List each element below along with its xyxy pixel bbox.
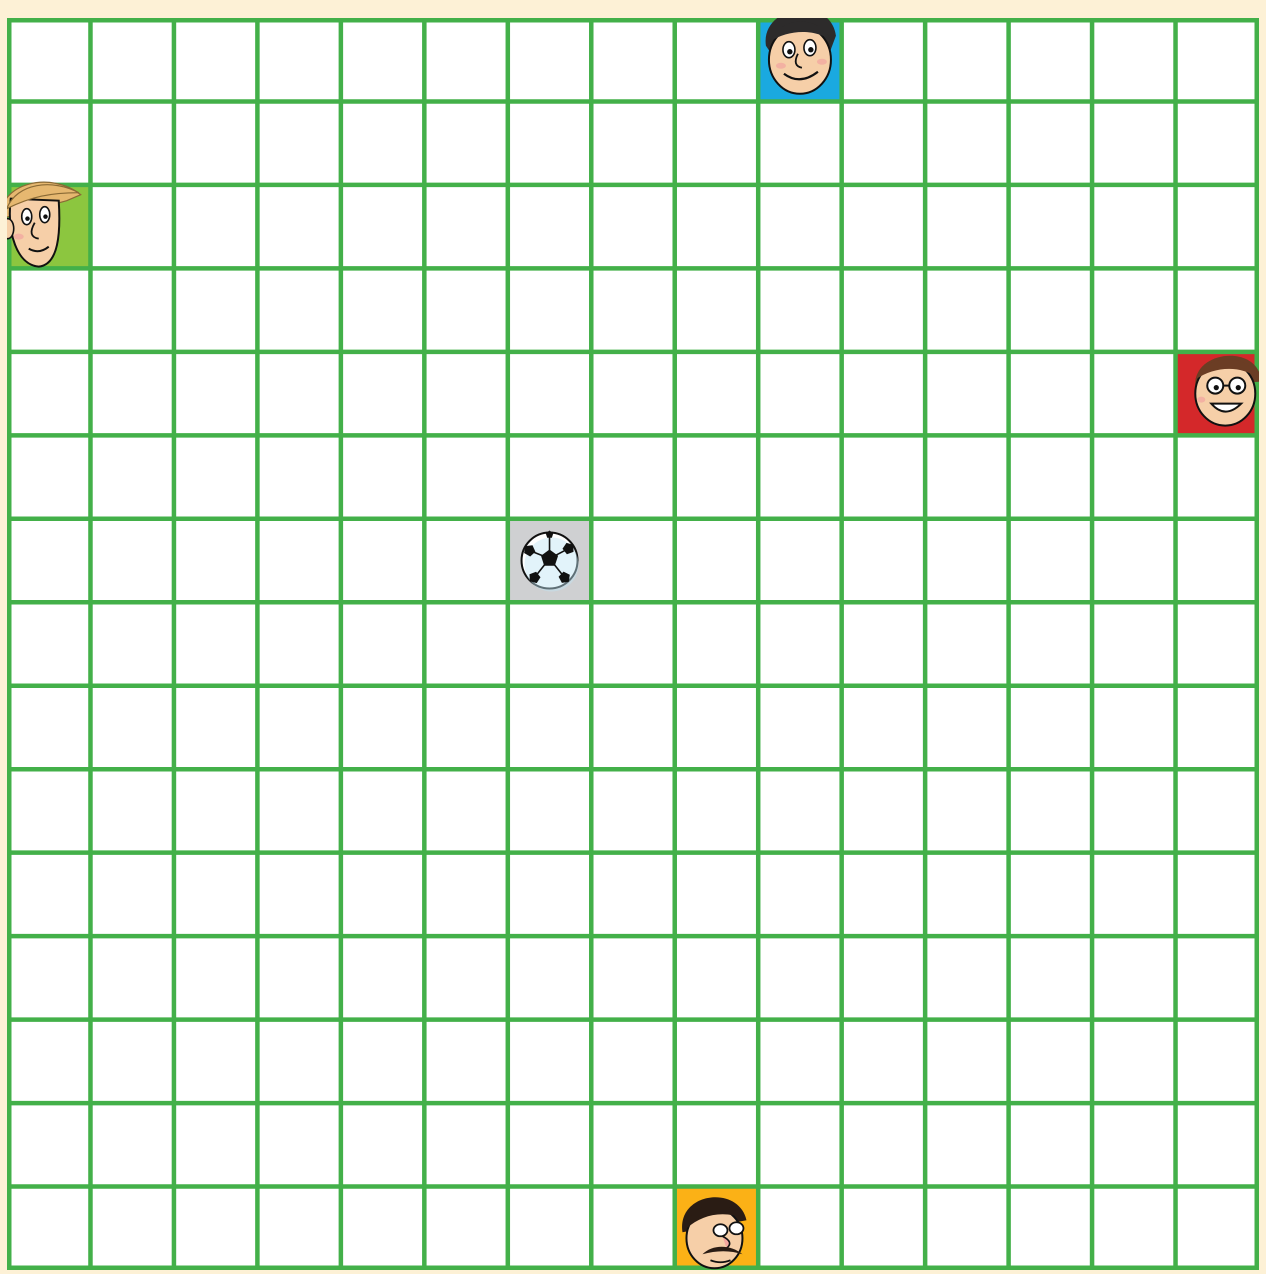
grid-board (7, 18, 1259, 1270)
board-background (7, 18, 1259, 1270)
game-board (7, 18, 1259, 1270)
